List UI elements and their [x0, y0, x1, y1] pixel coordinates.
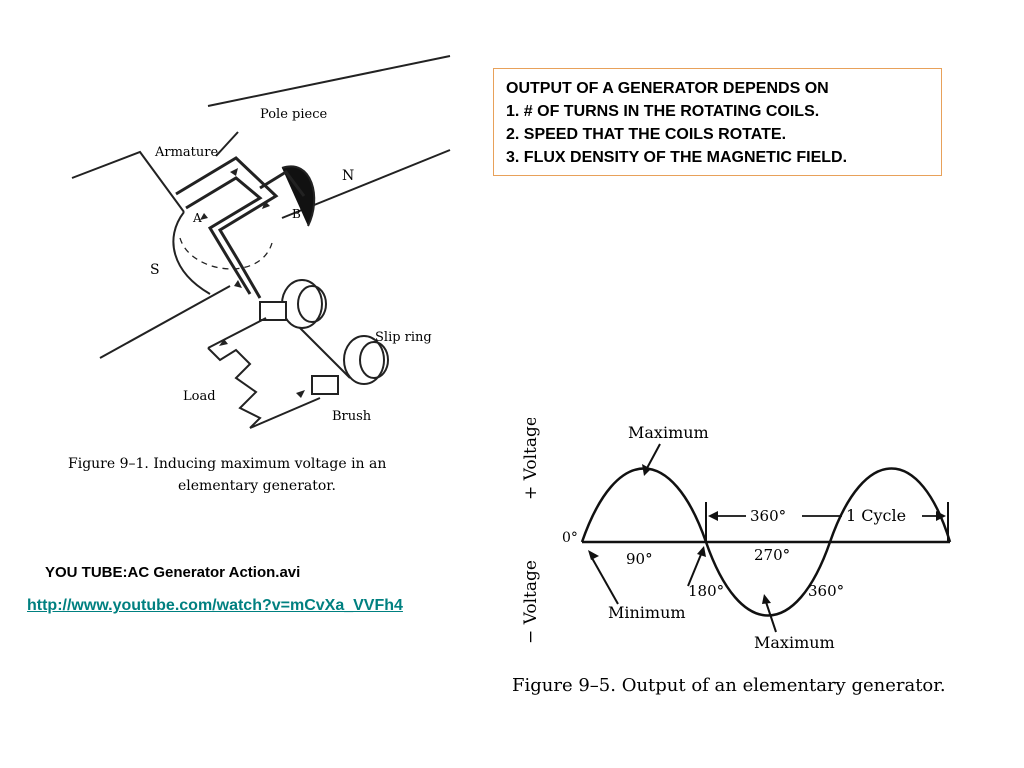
label-armature: Armature [154, 145, 218, 160]
maximum-top-label: Maximum [628, 423, 709, 442]
label-south: S [150, 262, 160, 278]
info-heading: OUTPUT OF A GENERATOR DEPENDS ON [506, 80, 829, 97]
one-cycle-label: 1 Cycle [846, 506, 906, 525]
info-item-flux: 3. FLUX DENSITY OF THE MAGNETIC FIELD. [506, 149, 848, 166]
minus-voltage-label: − Voltage [521, 560, 541, 644]
generator-output-factors-box: OUTPUT OF A GENERATOR DEPENDS ON 1. # OF… [493, 68, 942, 176]
video-link[interactable]: http://www.youtube.com/watch?v=mCvXa_VVF… [27, 597, 403, 614]
label-point-a: A [192, 211, 202, 225]
deg-90-label: 90° [626, 550, 653, 568]
sine-wave-figure: + Voltage − Voltage 0° Maximum 90° 360° … [510, 418, 1010, 708]
generator-figure: Pole piece Armature N S A B Slip ring Lo… [60, 48, 460, 508]
deg-360-top-label: 360° [750, 507, 786, 525]
label-pole-piece: Pole piece [260, 107, 327, 122]
label-load: Load [183, 389, 216, 404]
sine-wave-drawing: + Voltage − Voltage 0° Maximum 90° 360° … [512, 418, 952, 696]
info-item-speed: 2. SPEED THAT THE COILS ROTATE. [506, 126, 787, 143]
label-slip-ring: Slip ring [375, 330, 432, 345]
maximum-bottom-label: Maximum [754, 633, 835, 652]
label-north: N [342, 168, 354, 184]
generator-drawing: Pole piece Armature N S A B Slip ring Lo… [68, 55, 451, 494]
label-brush: Brush [332, 409, 372, 424]
deg-360-bottom-label: 360° [808, 582, 844, 600]
plus-voltage-label: + Voltage [521, 418, 541, 500]
video-label: YOU TUBE:AC Generator Action.avi [45, 564, 301, 581]
info-item-turns: 1. # OF TURNS IN THE ROTATING COILS. [506, 103, 820, 120]
deg-270-label: 270° [754, 546, 790, 564]
deg-180-label: 180° [688, 582, 724, 600]
caption-line-2: elementary generator. [178, 478, 336, 494]
zero-degree-label: 0° [562, 530, 578, 546]
figure-caption: Figure 9–5. Output of an elementary gene… [512, 675, 946, 696]
label-point-b: B [292, 207, 301, 221]
caption-line-1: Figure 9–1. Inducing maximum voltage in … [68, 456, 386, 472]
minimum-label: Minimum [608, 603, 686, 622]
